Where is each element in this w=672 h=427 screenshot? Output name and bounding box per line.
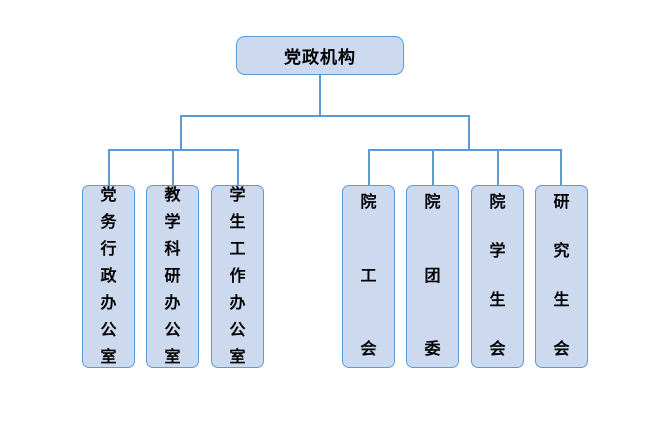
connector-left-node-2	[172, 149, 174, 185]
connector-main-bus	[181, 115, 470, 117]
node-char: 公	[100, 321, 117, 339]
node-char: 工	[229, 240, 246, 258]
node-college-youth-league[interactable]: 院 团 委	[406, 185, 459, 368]
node-char: 学	[489, 243, 506, 260]
connector-left-node-1	[108, 149, 110, 185]
node-char: 学	[164, 213, 181, 231]
node-teaching-research-office[interactable]: 教 学 科 研 办 公 室	[146, 185, 199, 368]
node-college-student-union[interactable]: 院 学 生 会	[471, 185, 524, 368]
connector-right-bus	[368, 149, 562, 151]
node-graduate-student-union[interactable]: 研 究 生 会	[535, 185, 588, 368]
node-char: 研	[553, 194, 570, 211]
connector-right-node-1	[368, 149, 370, 185]
node-party-admin-office[interactable]: 党 务 行 政 办 公 室	[82, 185, 135, 368]
node-char: 科	[164, 240, 181, 258]
node-student-affairs-office[interactable]: 学 生 工 作 办 公 室	[211, 185, 264, 368]
node-char: 室	[229, 348, 246, 366]
node-char: 生	[553, 292, 570, 309]
node-char: 政	[100, 267, 117, 285]
node-char: 学	[229, 186, 246, 204]
node-char: 究	[553, 243, 570, 260]
node-char: 会	[489, 341, 506, 358]
node-college-union[interactable]: 院 工 会	[342, 185, 395, 368]
connector-left-group-drop	[180, 115, 182, 151]
connector-root-stem	[319, 75, 321, 116]
node-char: 作	[229, 267, 246, 285]
connector-right-node-4	[560, 149, 562, 185]
node-char: 办	[229, 294, 246, 312]
node-char: 行	[100, 240, 117, 258]
node-char: 工	[360, 267, 377, 285]
node-char: 生	[229, 213, 246, 231]
node-char: 办	[164, 294, 181, 312]
node-char: 公	[229, 321, 246, 339]
connector-right-node-2	[432, 149, 434, 185]
node-char: 室	[164, 348, 181, 366]
node-char: 院	[489, 194, 506, 211]
connector-right-group-drop	[468, 115, 470, 151]
node-root-label: 党政机构	[284, 48, 356, 67]
connector-right-node-3	[497, 149, 499, 185]
node-char: 会	[553, 341, 570, 358]
node-char: 会	[360, 341, 377, 358]
node-char: 教	[164, 186, 181, 204]
node-char: 室	[100, 348, 117, 366]
node-char: 委	[424, 341, 441, 358]
node-char: 党	[100, 186, 117, 204]
node-char: 研	[164, 267, 181, 285]
node-char: 生	[489, 292, 506, 309]
node-char: 团	[424, 267, 441, 285]
connector-left-node-3	[237, 149, 239, 185]
node-char: 办	[100, 294, 117, 312]
node-char: 务	[100, 213, 117, 231]
node-char: 公	[164, 321, 181, 339]
node-char: 院	[424, 194, 441, 211]
node-root[interactable]: 党政机构	[236, 36, 404, 75]
node-char: 院	[360, 194, 377, 211]
